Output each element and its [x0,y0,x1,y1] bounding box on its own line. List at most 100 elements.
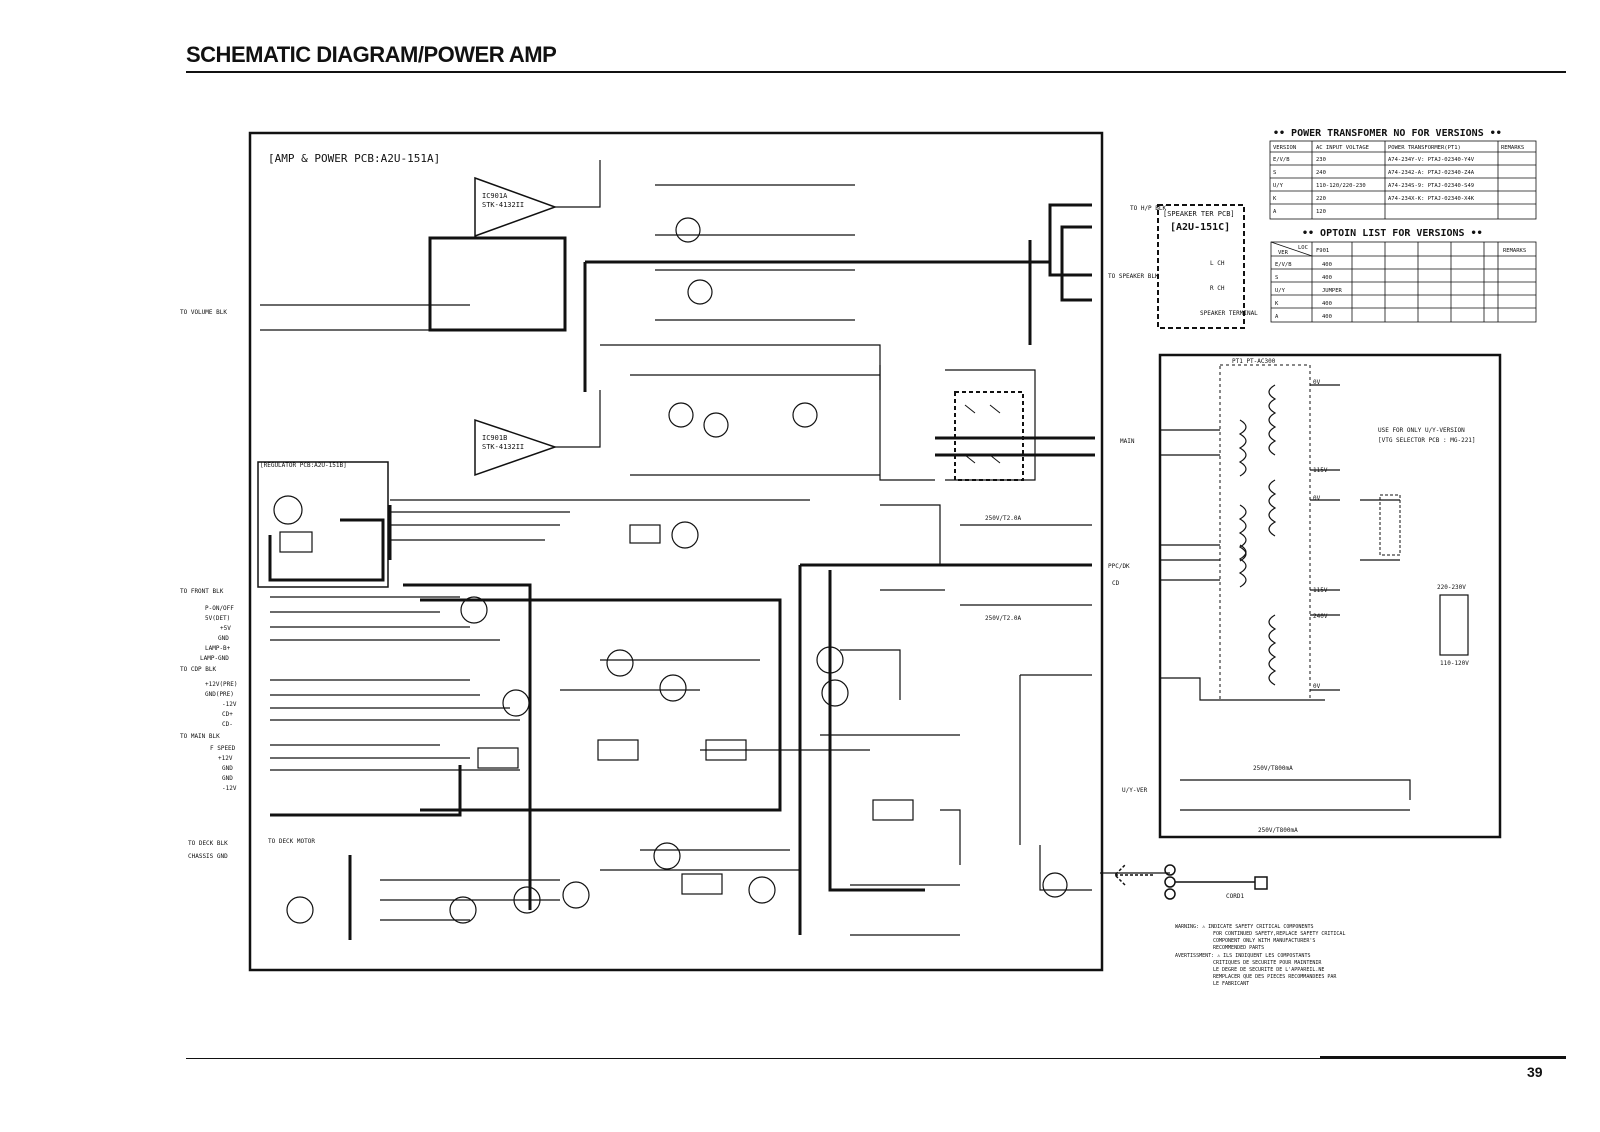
pt-table-cell: 230 [1316,157,1326,163]
warning-5: AVERTISSMENT: ⚠ ILS INDIQUENT LES COMPOS… [1175,953,1310,959]
opt-table-header: LOC [1298,245,1308,251]
amp-output-lines [555,160,881,448]
pt-table-cell: E/V/B [1273,157,1290,163]
lch-bus [585,203,1092,264]
fuse-f902: 250V/T2.0A [985,615,1022,622]
opt-table-value: 400 [1322,262,1332,268]
transformer-secondary-lines [1310,384,1340,691]
rectifier-frame-lines [945,369,1036,481]
pt-table-cell: S [1273,170,1276,176]
uy-note-1: USE FOR ONLY U/Y-VERSION [1378,427,1465,434]
transformer-primary-lines [1160,429,1220,581]
bridge-diodes [964,404,1001,464]
main-lines [270,744,520,771]
power-cord [1113,864,1268,900]
pt-table-cell: A74-234S-9: PTAJ-02340-S49 [1388,183,1474,189]
opt-table-header: VER [1278,250,1289,256]
opt-table-value: 400 [1322,275,1332,281]
speaker-rch: R CH [1210,285,1225,292]
opt-table-value: JUMPER [1322,288,1343,294]
ic901a-label: IC901A [482,192,508,200]
tap-5: 0V [1313,683,1321,690]
main-pin-2: GND [222,765,233,772]
amp-board-label: [AMP & POWER PCB:A2U-151A] [268,152,440,165]
ic901b-label: IC901B [482,434,507,442]
cdp-lines [270,679,520,721]
cd-label: CD [1112,580,1120,587]
pt-table-cell: A74-234Y-V: PTAJ-02340-Y4V [1388,157,1475,163]
front-pin-4: LAMP-B+ [205,645,231,652]
rch-bus [1060,225,1092,302]
main-pin-1: +12V [218,755,233,762]
speaker-lch: L CH [1210,260,1225,267]
protection-lines [655,184,855,321]
ic901b-triangle [474,418,558,477]
pt-table-cell: 240 [1316,170,1326,176]
supply-bus-a [403,583,532,910]
cdp-conn: TO CDP BLK [180,666,217,673]
regulator-label: [REGULATOR PCB:A2U-151B] [260,462,347,469]
opt-table-version: S [1275,275,1278,281]
warning-8: REMPLACER QUE DES PIECES RECOMMANDEES PA… [1213,974,1337,980]
warning-7: LE DEGRE DE SECURITE DE L'APPAREIL.NE [1213,967,1324,973]
opt-table-version: E/V/B [1275,262,1292,268]
deck-motor-lines [380,849,800,921]
supply-bus-b [420,598,782,812]
driver-lines [630,374,880,476]
switch-label: 220-230V [1437,584,1466,591]
pt-table-cell: 220 [1316,196,1326,202]
tap-0: 0V [1313,379,1321,386]
cdp-pin-2: -12V [222,701,237,708]
chassis-conn: CHASSIS GND [188,853,228,860]
transistors [273,217,1068,924]
misc-lines [560,659,870,751]
volume-conn: TO VOLUME BLK [180,309,227,316]
main-bus [935,436,1095,457]
ac-lines [1019,674,1092,845]
regulator-bus [268,518,385,582]
cdp-pin-4: CD- [222,721,233,728]
amp-board-frame [248,131,1104,972]
cdp-pin-3: CD+ [222,711,233,718]
fuse-f4: 250V/T800mA [1253,765,1293,772]
speaker-board-label: [SPEAKER TER PCB] [1163,210,1235,218]
main-pin-0: F SPEED [210,745,236,752]
cdp-pin-1: GND(PRE) [205,691,234,698]
tap-3: 115V [1313,587,1328,594]
front-pin-3: GND [218,635,229,642]
deck-bus [270,765,462,817]
uyver-label: U/Y-VER [1122,787,1148,794]
regulator-board-frame [257,461,389,588]
front-pin-2: +5V [220,625,231,632]
tap-4: 240V [1313,613,1328,620]
transformer-label: PT1 PT-AC300 [1232,358,1276,365]
deck-motor-label: TO DECK MOTOR [268,838,315,845]
warning-2: FOR CONTINUED SAFETY,REPLACE SAFETY CRIT… [1213,931,1345,937]
pt-table-header: AC INPUT VOLTAGE [1316,145,1369,151]
pt-table-header: REMARKS [1501,145,1524,151]
front-pin-1: 5V(DET) [205,615,230,622]
opt-table-value: 400 [1322,301,1332,307]
pt-table-title: •• POWER TRANSFOMER NO FOR VERSIONS •• [1273,128,1502,139]
spk-bus [1048,262,1092,277]
power-lines [940,809,1092,891]
diode-lines-2 [850,884,960,936]
main-label: MAIN [1120,438,1135,445]
front-conn: TO FRONT BLK [180,588,224,595]
pt-table-header: POWER TRANSFORMER(PT1) [1388,145,1461,151]
fuse-f3: 250V/T800mA [1258,827,1298,834]
transformer-frame [1158,353,1502,839]
pt-table-cell: 110-120/220-230 [1316,183,1366,189]
warning-3: COMPONENT ONLY WITH MANUFACTURER'S [1213,938,1315,944]
title-rule [186,71,1566,73]
main-pin-3: GND [222,775,233,782]
voltage-switch [1439,594,1469,656]
tap-2: 0V [1313,495,1321,502]
ic901a-triangle [474,176,558,238]
ppc-label: PPC/DK [1108,563,1130,570]
opt-table-version: U/Y [1275,288,1286,294]
warning-4: RECOMMENDED PARTS [1213,945,1264,951]
